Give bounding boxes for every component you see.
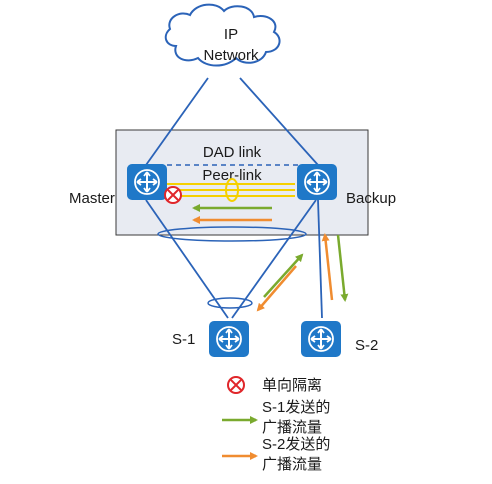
legend-s2-label-line2: 广播流量 (262, 456, 322, 473)
master-switch-icon (127, 164, 167, 200)
legend-s1-label-line2: 广播流量 (262, 419, 322, 436)
cloud-label-line2: Network (203, 47, 259, 64)
s2-traffic-arrow-down (256, 265, 297, 312)
downlink-master-s1 (145, 199, 229, 319)
cloud-label-line1: IP (224, 26, 238, 43)
dad-link-label: DAD link (203, 144, 262, 161)
peer-link (165, 178, 295, 202)
uplink-master (145, 77, 209, 166)
master-label: Master (69, 190, 115, 207)
backup-label: Backup (346, 190, 396, 207)
legend-s1-label-line1: S-1发送的 (262, 399, 330, 416)
downlink-backup-s2 (317, 199, 323, 319)
s2-label: S-2 (355, 337, 378, 354)
legend: 单向隔离 S-1发送的 广播流量 S-2发送的 广播流量 (222, 376, 330, 473)
eth-trunk-ring-bottom (207, 297, 253, 309)
s2-traffic-arrow-up (321, 233, 334, 301)
legend-isolation-label: 单向隔离 (262, 377, 322, 394)
isolation-icon (164, 186, 182, 204)
eth-trunk-ring-top (157, 226, 307, 242)
uplink-backup (239, 77, 319, 166)
legend-isolation-icon (227, 376, 245, 394)
s2-switch-icon (301, 321, 341, 357)
s1-switch-icon (209, 321, 249, 357)
s1-traffic-arrow-up (263, 253, 304, 298)
downlink-backup-s1 (231, 199, 317, 319)
cloud-icon (164, 3, 281, 67)
backup-switch-icon (297, 164, 337, 200)
peer-link-label: Peer-link (202, 167, 262, 184)
s1-traffic-arrow-down (336, 234, 349, 302)
legend-s2-label-line1: S-2发送的 (262, 436, 330, 453)
s1-label: S-1 (172, 331, 195, 348)
